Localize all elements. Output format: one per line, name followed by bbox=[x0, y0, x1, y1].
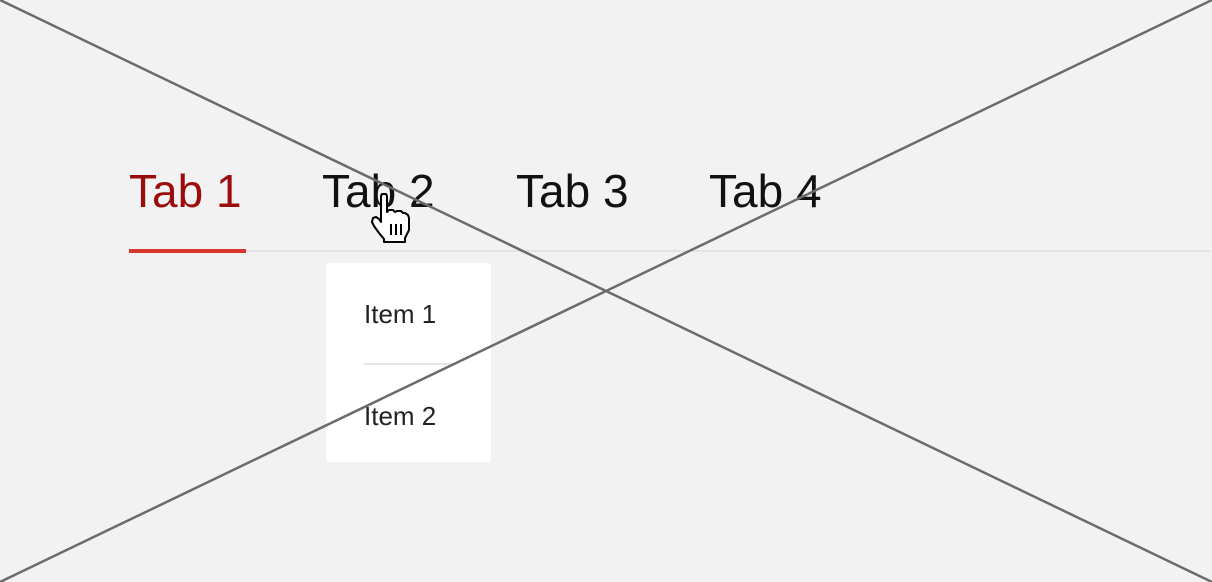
tab-3-label: Tab 3 bbox=[516, 165, 629, 217]
menu-divider bbox=[364, 363, 456, 365]
tab-bar: Tab 1 Tab 2 Tab 3 Tab 4 bbox=[0, 0, 1212, 260]
tab-2-label: Tab 2 bbox=[322, 165, 435, 217]
active-tab-indicator bbox=[129, 249, 246, 253]
tab-4-label: Tab 4 bbox=[709, 165, 822, 217]
tab-2[interactable]: Tab 2 bbox=[322, 160, 439, 253]
menu-item-2[interactable]: Item 2 bbox=[364, 401, 437, 431]
tab-baseline bbox=[129, 250, 1210, 252]
tab-1-label: Tab 1 bbox=[129, 165, 242, 217]
tab-4[interactable]: Tab 4 bbox=[709, 160, 826, 253]
tab-3[interactable]: Tab 3 bbox=[516, 160, 633, 253]
tab-1[interactable]: Tab 1 bbox=[129, 160, 246, 253]
tab-2-dropdown-menu: Item 1 Item 2 bbox=[326, 263, 491, 462]
menu-item-1[interactable]: Item 1 bbox=[364, 299, 437, 329]
